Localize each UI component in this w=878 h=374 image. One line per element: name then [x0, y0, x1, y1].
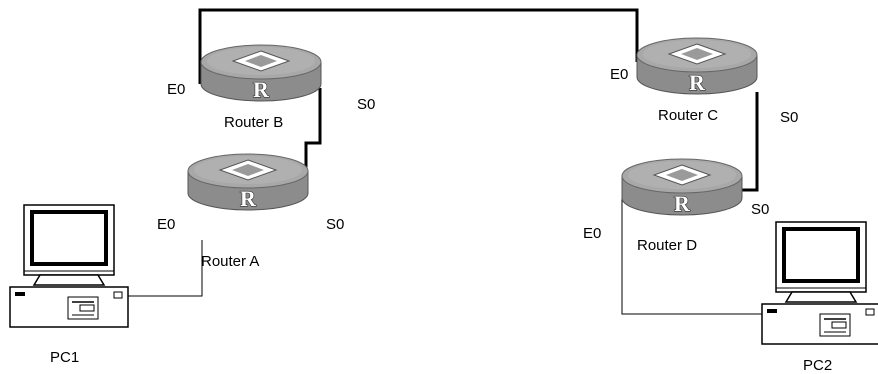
- router-d-icon: [622, 159, 742, 216]
- router-d-label: Router D: [637, 238, 697, 253]
- router-d-s0-label: S0: [751, 202, 769, 217]
- ethernet-link-pc1-router-a: [128, 240, 202, 296]
- router-c-s0-label: S0: [780, 110, 798, 125]
- router-b-e0-label: E0: [167, 82, 185, 97]
- router-a-icon: [188, 154, 308, 211]
- pc2-icon: [762, 222, 878, 344]
- router-c-label: Router C: [658, 108, 718, 123]
- serial-link-a-b: [306, 88, 320, 170]
- router-a-label: Router A: [201, 254, 259, 269]
- router-d-e0-label: E0: [583, 226, 601, 241]
- pc1-icon: [10, 205, 128, 327]
- router-b-s0-label: S0: [357, 97, 375, 112]
- router-c-e0-label: E0: [610, 67, 628, 82]
- serial-link-c-d: [742, 92, 757, 190]
- pc1-label: PC1: [50, 350, 79, 365]
- router-a-s0-label: S0: [326, 217, 344, 232]
- router-c-icon: [637, 38, 757, 95]
- router-b-label: Router B: [224, 115, 283, 130]
- router-a-e0-label: E0: [157, 217, 175, 232]
- pc2-label: PC2: [803, 358, 832, 373]
- router-b-icon: [201, 45, 321, 102]
